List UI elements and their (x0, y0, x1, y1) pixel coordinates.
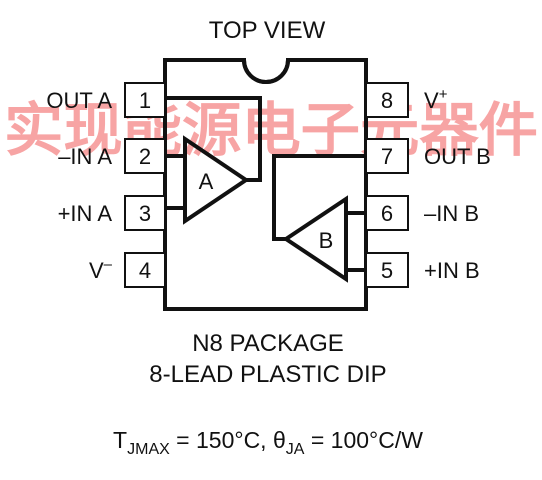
amplifier-b (272, 154, 366, 283)
pin-label-out-a: OUT A (46, 88, 112, 113)
amplifier-a (165, 96, 262, 225)
pin-box-4 (124, 252, 166, 288)
right-pins (365, 82, 409, 288)
diagram-title: TOP VIEW (209, 17, 326, 44)
pin-box-6 (365, 195, 409, 231)
pin-number-8: 8 (381, 88, 393, 113)
pin-label-plus-in-a: +IN A (58, 201, 113, 226)
package-type: 8-LEAD PLASTIC DIP (149, 361, 386, 388)
pin-number-2: 2 (139, 144, 151, 169)
pin-label-minus-in-b: –IN B (424, 201, 479, 226)
pin1-notch (242, 59, 290, 84)
pin-box-3 (124, 195, 166, 231)
pin-label-plus-in-b: +IN B (424, 258, 480, 283)
pin-label-minus-in-a: –IN A (58, 144, 112, 169)
amplifier-a-triangle (183, 135, 250, 225)
left-pins (124, 82, 166, 288)
pin-label-out-b: OUT B (424, 144, 491, 169)
pin-number-3: 3 (139, 201, 151, 226)
pin-number-1: 1 (139, 88, 151, 113)
pin-label-v-plus: V+ (424, 86, 448, 113)
pin-number-5: 5 (381, 258, 393, 283)
watermark-text: 实现能源电子元器件 (4, 98, 538, 163)
pin-number-4: 4 (139, 258, 151, 283)
watermark: 实现能源电子元器件 (4, 98, 538, 163)
package-name: N8 PACKAGE (192, 330, 344, 357)
pin-number-6: 6 (381, 201, 393, 226)
pin-number-7: 7 (381, 144, 393, 169)
amplifier-b-triangle (282, 195, 348, 283)
pin-box-2 (124, 138, 166, 174)
amplifier-a-label: A (199, 169, 214, 194)
pin-label-v-minus: V– (89, 256, 113, 283)
pin-box-1 (124, 82, 166, 118)
amplifier-b-label: B (319, 228, 334, 253)
wire-a-out-to-pin1 (165, 96, 262, 182)
pin-box-8 (365, 82, 409, 118)
thermal-spec: TJMAX = 150°C, θJA = 100°C/W (113, 427, 423, 458)
pin-box-5 (365, 252, 409, 288)
wire-b-out-to-pin7 (272, 154, 366, 241)
